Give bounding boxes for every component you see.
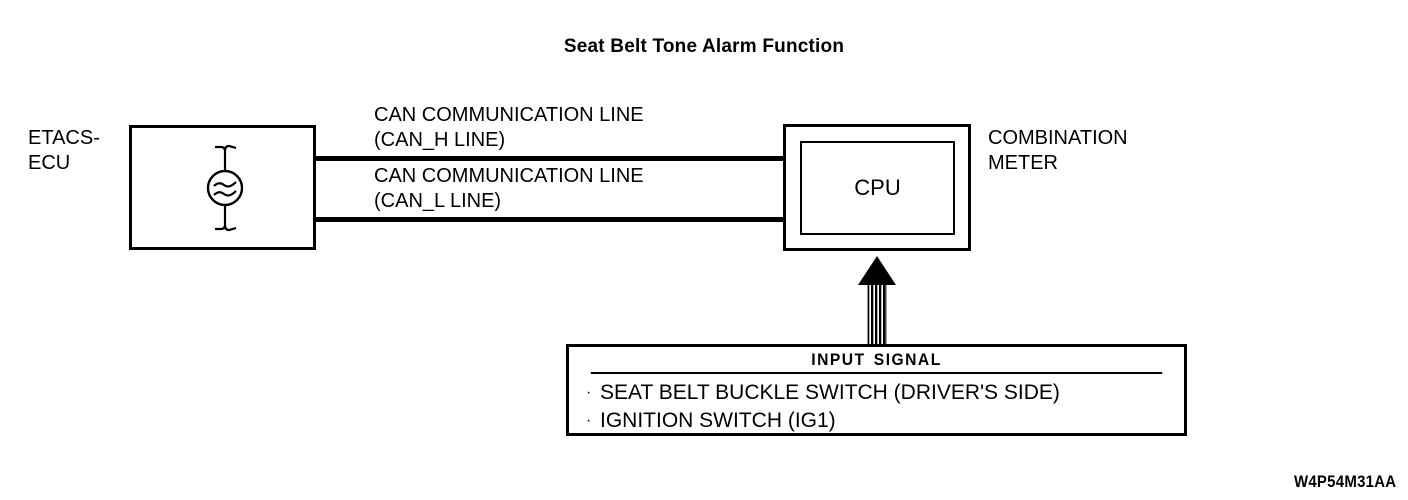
bullet-icon: · [586, 412, 592, 429]
input-signal-header-word2: SIGNAL [873, 350, 942, 369]
input-signal-header: INPUT SIGNAL [590, 347, 1163, 374]
tone-alarm-buzzer-icon [190, 143, 260, 233]
input-signal-list: · SEAT BELT BUCKLE SWITCH (DRIVER'S SIDE)… [586, 379, 1176, 435]
cpu-label: CPU [854, 175, 901, 200]
input-signal-box [566, 344, 1187, 436]
input-signal-arrow-icon [855, 255, 899, 348]
list-item-label: SEAT BELT BUCKLE SWITCH (DRIVER'S SIDE) [600, 381, 1060, 404]
can-h-line-label: CAN COMMUNICATION LINE (CAN_H LINE) [374, 104, 644, 151]
can-l-line [314, 217, 802, 222]
can-h-line [314, 156, 802, 161]
figure-code: W4P54M31AA [1293, 472, 1396, 491]
list-item-label: IGNITION SWITCH (IG1) [600, 409, 836, 432]
list-item: · SEAT BELT BUCKLE SWITCH (DRIVER'S SIDE) [586, 379, 1176, 407]
can-l-line-label: CAN COMMUNICATION LINE (CAN_L LINE) [374, 165, 644, 212]
input-signal-header-word1: INPUT [811, 350, 866, 369]
list-item: · IGNITION SWITCH (IG1) [586, 407, 1176, 435]
etacs-ecu-label: ETACS- ECU [28, 127, 100, 174]
bullet-icon: · [586, 384, 592, 401]
cpu-box [800, 141, 955, 235]
combination-meter-label: COMBINATION METER [988, 127, 1128, 174]
page-title: Seat Belt Tone Alarm Function [563, 36, 845, 57]
